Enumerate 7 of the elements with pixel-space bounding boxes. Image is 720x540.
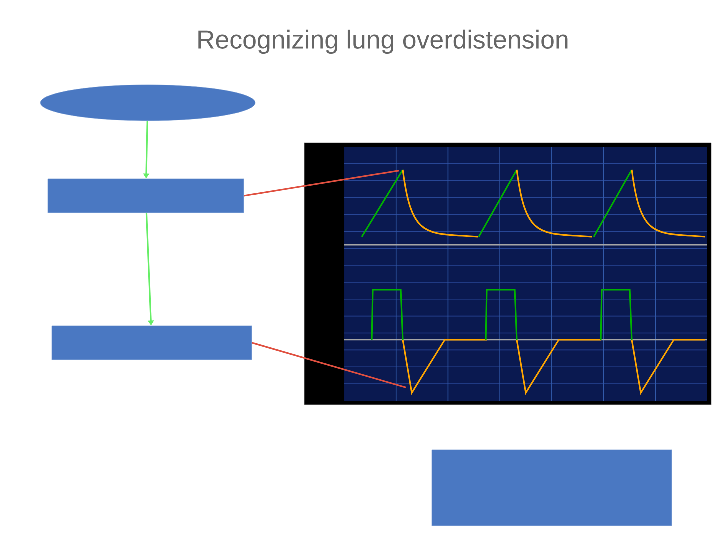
process-box	[48, 178, 244, 214]
ellipse-node	[40, 84, 256, 122]
leader-line	[244, 170, 400, 197]
slide-title: Recognizing lung overdistension	[198, 30, 568, 54]
process-box	[432, 450, 672, 526]
leader-line	[252, 342, 407, 389]
process-box	[52, 326, 252, 360]
